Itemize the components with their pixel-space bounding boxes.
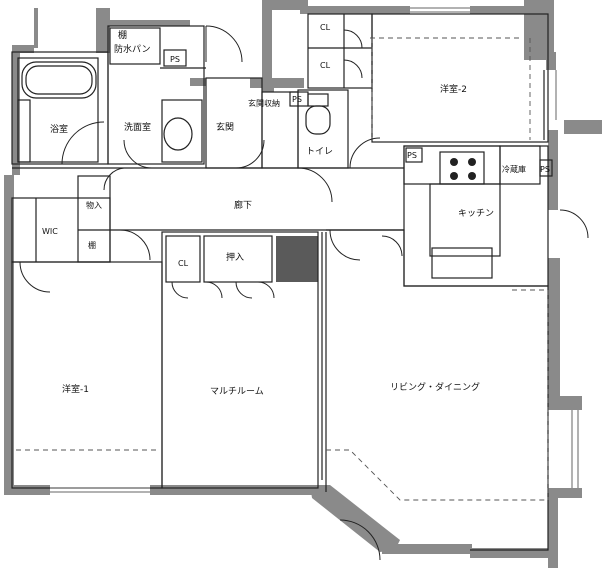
room-label-western-room-1: 洋室-1	[62, 383, 89, 395]
room-label-fridge: 冷蔵庫	[502, 164, 526, 174]
ps-label-washroom: PS	[170, 55, 180, 64]
room-label-genkan-storage: 玄関収納	[248, 98, 280, 108]
room-label-waterproof-pan: 防水パン	[114, 43, 150, 55]
closet-label-multi: CL	[178, 259, 189, 268]
room-label-western-room-2: 洋室-2	[440, 83, 467, 95]
windows	[50, 7, 579, 493]
closet-label-1: CL	[320, 23, 331, 32]
shelf-label-wic: 棚	[88, 240, 96, 250]
room-label-storage-mono: 物入	[86, 200, 102, 210]
walls	[4, 0, 602, 568]
closet-label-2: CL	[320, 61, 331, 70]
ps-label-genkan: PS	[292, 95, 302, 104]
room-label-kitchen: キッチン	[458, 208, 494, 219]
room-label-genkan: 玄関	[216, 121, 234, 133]
ps-label-fridge: PS	[540, 165, 550, 174]
room-label-toilet: トイレ	[306, 147, 333, 157]
room-label-living-dining: リビング・ダイニング	[390, 381, 480, 393]
room-label-oshiire: 押入	[226, 251, 244, 263]
doors	[19, 25, 589, 561]
dashed-lines	[16, 37, 549, 501]
room-label-washroom: 洗面室	[124, 121, 151, 133]
room-label-bath: 浴室	[50, 123, 68, 135]
shelf-label-top: 棚	[118, 29, 127, 41]
room-label-hallway: 廊下	[234, 199, 252, 211]
room-label-multi-room: マルチルーム	[210, 386, 264, 397]
ps-label-kitchen: PS	[407, 151, 417, 160]
room-label-wic: WIC	[42, 227, 58, 236]
stove-icon	[450, 158, 476, 180]
